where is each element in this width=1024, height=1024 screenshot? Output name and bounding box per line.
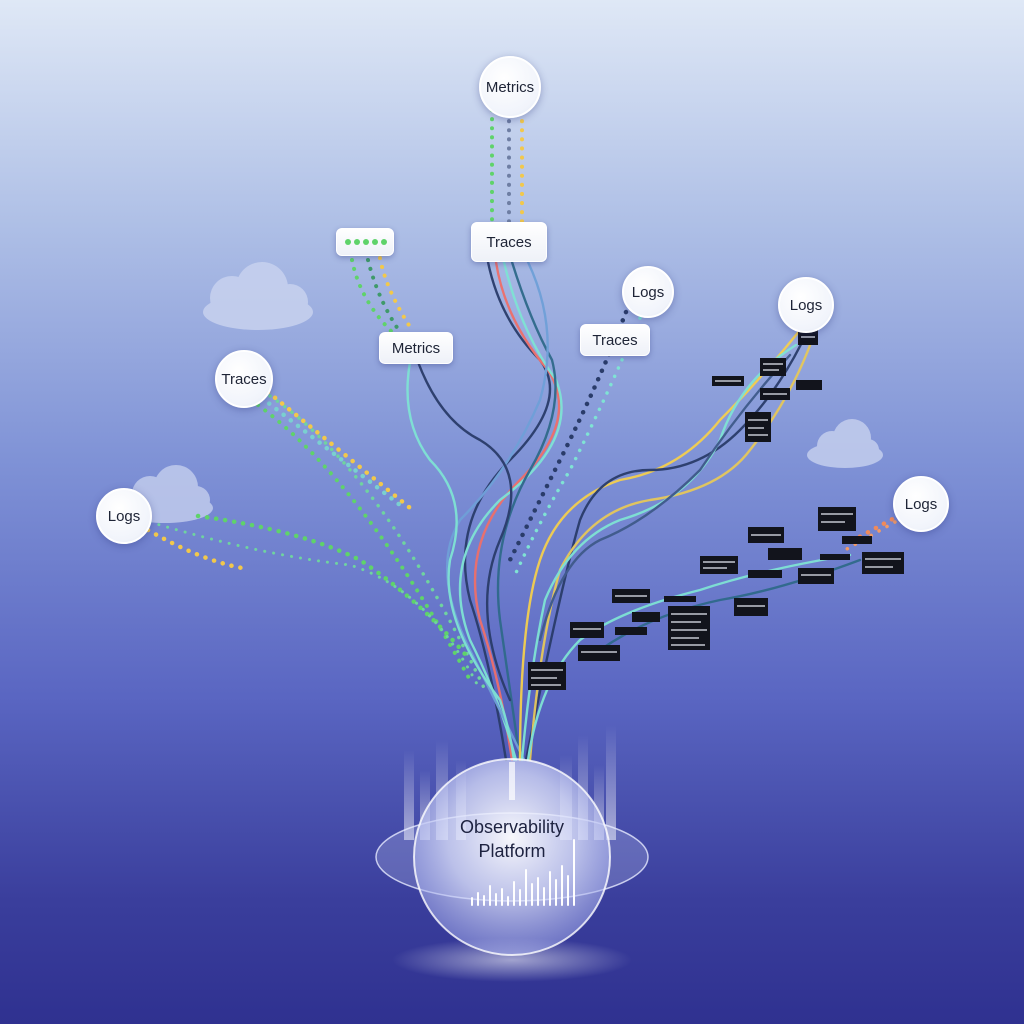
node-logs-right: Logs [893, 476, 949, 532]
log-block-icons [528, 325, 904, 690]
node-metrics-top: Metrics [479, 56, 541, 118]
metrics-dotted-stream-top [490, 108, 524, 224]
node-traces-left-label: Traces [221, 370, 267, 388]
node-metrics-top-label: Metrics [485, 78, 535, 96]
node-metrics-mid: Metrics [379, 332, 453, 364]
platform-bar-chart-icon [471, 839, 575, 906]
observability-platform-sphere [413, 758, 611, 956]
node-traces-right: Traces [580, 324, 650, 356]
cloud-icon-right [807, 419, 883, 468]
node-metrics-signal [336, 228, 394, 256]
platform-title-line1: Observability [459, 817, 565, 837]
node-logs-left-label: Logs [107, 507, 141, 525]
node-metrics-mid-label: Metrics [391, 339, 441, 357]
node-logs-right-label: Logs [904, 495, 938, 513]
node-logs-far-right: Logs [778, 277, 834, 333]
node-logs-left: Logs [96, 488, 152, 544]
node-traces-top: Traces [471, 222, 547, 262]
cloud-icon-left-upper [203, 262, 313, 330]
node-logs-far-right-label: Logs [789, 296, 823, 314]
metrics-dotted-stream-mid [350, 256, 414, 334]
node-traces-top-label: Traces [486, 233, 532, 251]
logs-dotted-stream-left [145, 513, 482, 692]
platform-glow [392, 938, 632, 982]
traces-dotted-stream-right [507, 309, 642, 577]
platform-title-line2: Platform [478, 841, 546, 861]
node-logs-upper: Logs [622, 266, 674, 318]
node-traces-left: Traces [215, 350, 273, 408]
platform-title: Observability Platform [412, 815, 612, 863]
node-logs-upper-label: Logs [631, 283, 665, 301]
green-dots-icon [345, 239, 387, 245]
log-block-lines [531, 330, 901, 686]
node-traces-right-label: Traces [592, 331, 638, 349]
